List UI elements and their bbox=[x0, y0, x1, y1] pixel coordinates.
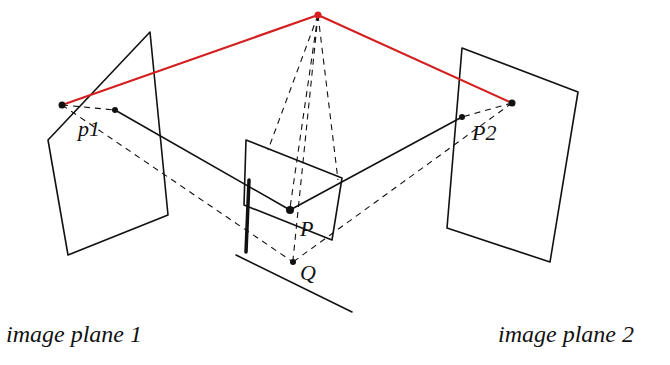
image-plane-right bbox=[447, 48, 578, 262]
image-plane-left bbox=[48, 32, 168, 255]
dashed-line bbox=[290, 15, 318, 208]
ground-line bbox=[236, 255, 352, 312]
ray-right bbox=[290, 117, 462, 210]
baseline-left bbox=[62, 15, 318, 105]
dashed-line bbox=[268, 15, 318, 150]
dashed-line bbox=[318, 15, 338, 180]
dashed-line bbox=[462, 103, 512, 117]
image-point bbox=[112, 107, 118, 113]
scene-point bbox=[286, 206, 294, 214]
camera-center bbox=[59, 102, 66, 109]
plane-label: image plane 1 bbox=[6, 322, 142, 346]
camera-center bbox=[509, 100, 516, 107]
projected-point bbox=[290, 259, 296, 265]
plane-edge bbox=[246, 180, 249, 252]
dashed-line bbox=[293, 103, 512, 262]
dashed-line bbox=[62, 105, 115, 110]
point-label: P2 bbox=[472, 122, 496, 144]
baseline-right bbox=[318, 15, 512, 103]
dashed-line bbox=[293, 15, 318, 260]
dashed-line bbox=[62, 105, 293, 262]
point-label: p1 bbox=[78, 118, 100, 140]
plane-label: image plane 2 bbox=[498, 322, 634, 346]
ray-left bbox=[115, 110, 290, 210]
point-label: P bbox=[300, 218, 313, 240]
epipole-point bbox=[315, 12, 322, 19]
point-label: Q bbox=[300, 262, 316, 284]
image-point bbox=[459, 114, 465, 120]
